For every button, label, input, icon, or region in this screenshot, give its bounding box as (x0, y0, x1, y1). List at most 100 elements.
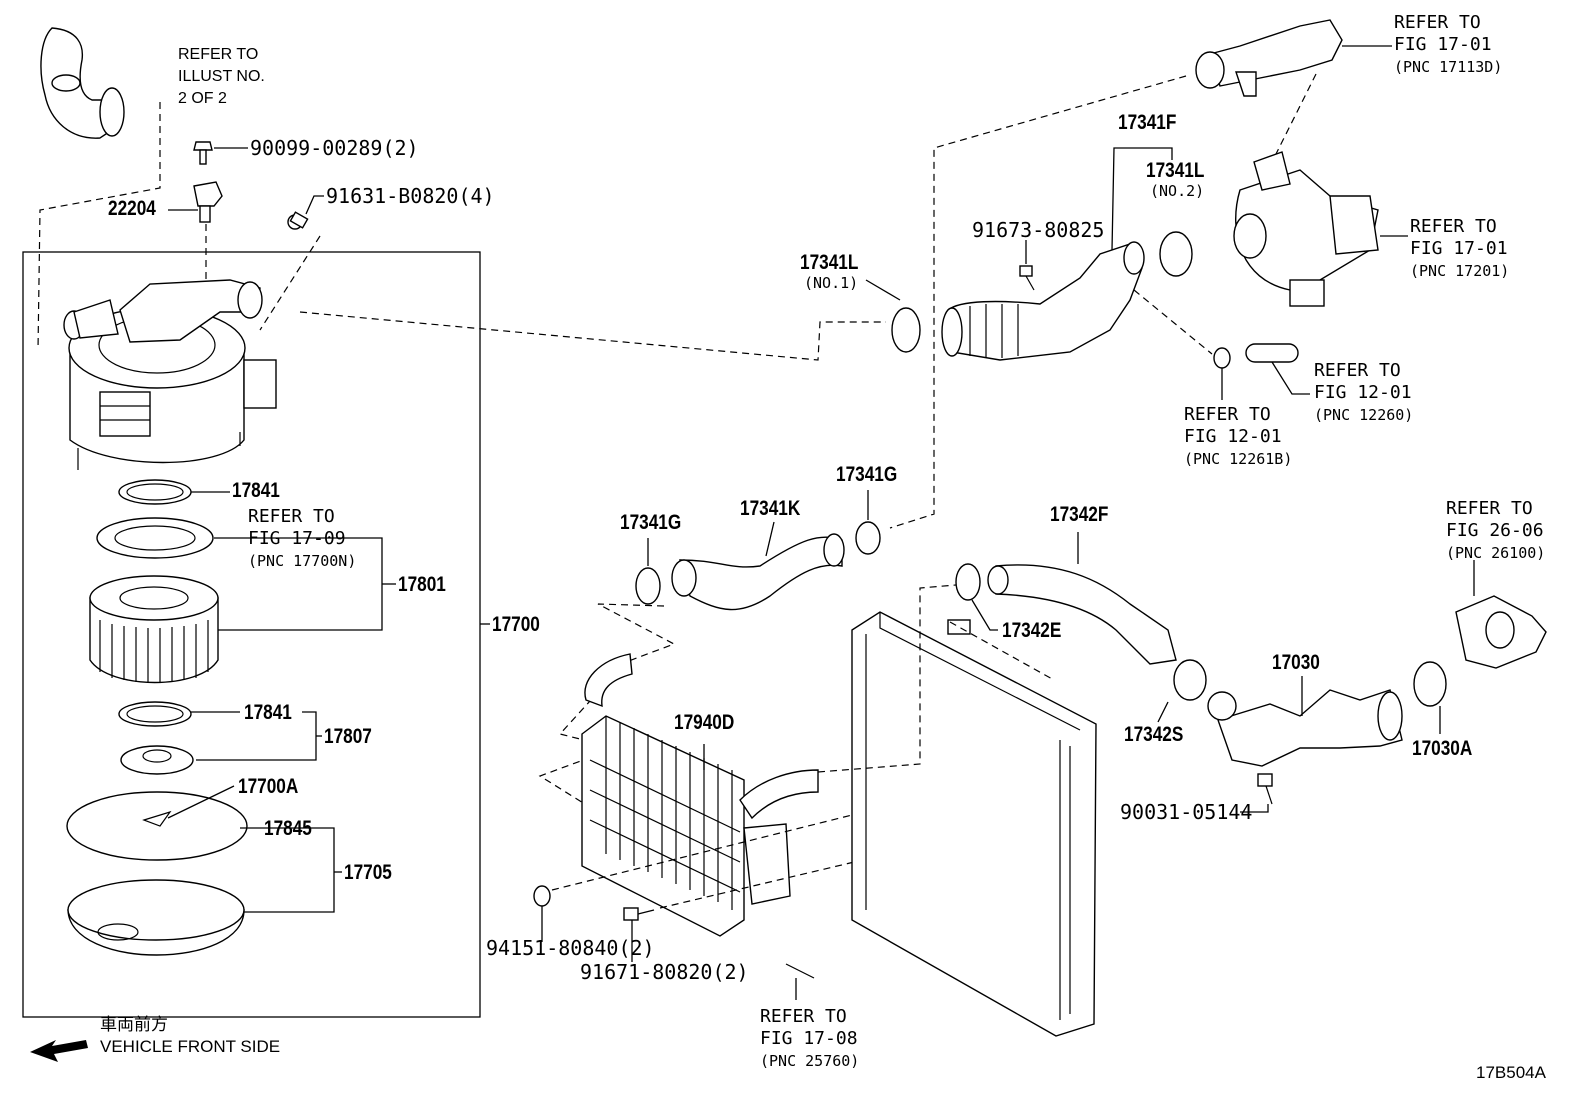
clamp-17341L-no2 (1159, 231, 1193, 277)
bolt-91673-icon (1019, 265, 1035, 291)
part-90099[interactable]: 90099-00289(2) (250, 136, 419, 160)
ref-line: REFER TO (248, 506, 335, 527)
hose-12260 (1245, 343, 1299, 363)
ref-line: ILLUST NO. (178, 68, 265, 85)
ref-line: FIG 17-08 (760, 1028, 858, 1049)
part-91673[interactable]: 91673-80825 (972, 218, 1105, 242)
part-17342F[interactable]: 17342F (1050, 503, 1109, 526)
part-17705[interactable]: 17705 (344, 861, 392, 884)
filter-element-17801 (89, 575, 219, 684)
part-17700A[interactable]: 17700A (238, 775, 299, 798)
ref-pnc: (PNC 17113D) (1394, 58, 1503, 76)
ref-pnc: (PNC 17700N) (248, 552, 357, 570)
hose-17341K (671, 533, 845, 611)
clamp-17341G-right (855, 521, 881, 555)
ref-pnc: (PNC 17201) (1410, 262, 1510, 280)
ref-line: FIG 17-09 (248, 528, 346, 549)
ref-line: REFER TO (1184, 404, 1271, 425)
ref-fig12-01-b: REFER TO FIG 12-01 (PNC 12261B) (1184, 404, 1292, 470)
ref-fig17-01-a: REFER TO FIG 17-01 (PNC 17113D) (1394, 12, 1502, 78)
seal-ring-17841-top (118, 479, 192, 505)
part-17342S[interactable]: 17342S (1124, 723, 1184, 746)
plate-17807 (120, 745, 194, 775)
ref-line: 2 OF 2 (178, 90, 227, 107)
part-94151[interactable]: 94151-80840(2) (486, 936, 655, 960)
ref-fig26-06: REFER TO FIG 26-06 (PNC 26100) (1446, 498, 1545, 564)
part-17700[interactable]: 17700 (492, 613, 540, 636)
air-cleaner-group-box (22, 251, 481, 1018)
part-17030A[interactable]: 17030A (1412, 737, 1473, 760)
ref-fig12-01-a: REFER TO FIG 12-01 (PNC 12260) (1314, 360, 1413, 426)
part-17341K[interactable]: 17341K (740, 497, 801, 520)
left-arrow-icon (30, 1040, 88, 1062)
ref-fig17-09: REFER TO FIG 17-09 (PNC 17700N) (248, 506, 356, 572)
air-cleaner-assembly (63, 279, 277, 470)
clamp-17341G-left (635, 567, 661, 605)
part-17341L-no1-sub: (NO.1) (804, 274, 859, 292)
hose-17342F (987, 564, 1177, 665)
ref-line: REFER TO (178, 46, 259, 63)
part-17341F[interactable]: 17341F (1118, 111, 1177, 134)
bolt-91671-icon (623, 907, 655, 921)
part-17807[interactable]: 17807 (324, 725, 372, 748)
clamp-17030A (1413, 661, 1447, 707)
part-17341G-right[interactable]: 17341G (836, 463, 898, 486)
bowl-17705 (67, 879, 245, 956)
ref-fig17-01-b: REFER TO FIG 17-01 (PNC 17201) (1410, 216, 1509, 282)
clamp-12261B (1213, 347, 1231, 369)
part-17341G-left[interactable]: 17341G (620, 511, 682, 534)
part-91671[interactable]: 91671-80820(2) (580, 960, 749, 984)
ref-fig17-08: REFER TO FIG 17-08 (PNC 25760) (760, 1006, 859, 1072)
vehicle-front-en: VEHICLE FRONT SIDE (100, 1037, 281, 1056)
part-22204[interactable]: 22204 (108, 197, 156, 220)
intercooler-17940D (581, 653, 819, 937)
ref-line: FIG 17-01 (1410, 238, 1508, 259)
part-17940D[interactable]: 17940D (674, 711, 735, 734)
part-91631[interactable]: 91631-B0820(4) (326, 184, 495, 208)
ref-pnc: (PNC 26100) (1446, 544, 1546, 562)
turbo-housing-17201 (1233, 151, 1379, 307)
part-17341L-no1[interactable]: 17341L (800, 251, 859, 274)
ref-pnc: (PNC 25760) (760, 1052, 860, 1070)
bolt-91631-icon (287, 211, 309, 230)
bolt-90099-icon (193, 141, 213, 165)
nut-94151-icon (533, 885, 551, 907)
radiator (851, 611, 1097, 1037)
sensor-22204-icon (193, 181, 223, 223)
ref-line: FIG 26-06 (1446, 520, 1544, 541)
pipe-17113D (1195, 19, 1343, 97)
ref-line: REFER TO (1446, 498, 1533, 519)
ref-line: REFER TO (1394, 12, 1481, 33)
part-17341L-no2[interactable]: 17341L (1146, 159, 1205, 182)
cover-17845 (66, 791, 248, 861)
ref-line: REFER TO (1314, 360, 1401, 381)
hose-refer-illustration (40, 27, 125, 139)
part-17841-lower[interactable]: 17841 (244, 701, 292, 724)
intake-hose-17341F (941, 241, 1145, 361)
pipe-17030 (1207, 689, 1403, 767)
part-17341L-no2-sub: (NO.2) (1150, 182, 1205, 200)
ref-pnc: (PNC 12261B) (1184, 450, 1293, 468)
part-17342E[interactable]: 17342E (1002, 619, 1062, 642)
throttle-body-26100 (1455, 595, 1547, 669)
ref-line: REFER TO (760, 1006, 847, 1027)
part-17841-top[interactable]: 17841 (232, 479, 280, 502)
ref-line: FIG 12-01 (1314, 382, 1412, 403)
figure-code: 17B504A (1476, 1063, 1546, 1082)
part-17845[interactable]: 17845 (264, 817, 312, 840)
part-90031[interactable]: 90031-05144 (1120, 800, 1253, 824)
part-17801[interactable]: 17801 (398, 573, 446, 596)
ref-line: FIG 17-01 (1394, 34, 1492, 55)
bolt-90031-icon (1257, 773, 1273, 805)
vehicle-front-jp: 車両前方 (100, 1015, 168, 1034)
seal-ring-17841-lower (118, 701, 192, 727)
ref-line: FIG 12-01 (1184, 426, 1282, 447)
part-17030[interactable]: 17030 (1272, 651, 1320, 674)
gasket-17801 (96, 517, 214, 559)
clamp-17342S (1173, 659, 1207, 701)
clamp-17342E (955, 563, 981, 601)
ref-illust-2of2: REFER TO ILLUST NO. 2 OF 2 (178, 44, 265, 110)
ref-pnc: (PNC 12260) (1314, 406, 1414, 424)
clamp-17341L-no1 (891, 307, 921, 353)
